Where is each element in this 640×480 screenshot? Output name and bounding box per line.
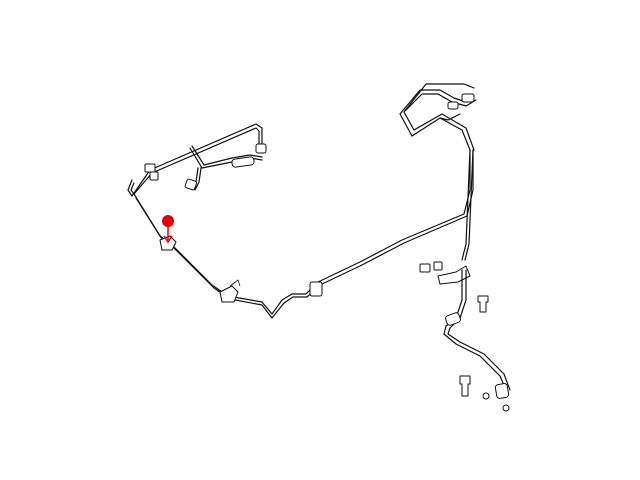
banjo-bolt (459, 375, 471, 397)
hose-end-fitting (494, 383, 510, 399)
bracket-bolt (477, 295, 489, 313)
upper-right-tube-assembly (399, 83, 477, 261)
bracket-clip-left (419, 263, 431, 273)
main-brake-tube (127, 123, 474, 319)
mounting-bracket (437, 265, 471, 285)
fitting-top-right (461, 93, 475, 103)
hose-crimp-fitting (445, 312, 461, 326)
sealing-washer (482, 392, 490, 400)
callout-marker-dot (162, 215, 174, 227)
bracket-clip-right (433, 261, 443, 271)
callout-marker-arrowhead (163, 235, 173, 244)
rear-flex-hose (419, 261, 511, 412)
tube-clips (159, 235, 323, 303)
clip-lower-left (219, 285, 239, 303)
location-pin-icon (162, 215, 174, 244)
o-ring (502, 404, 510, 412)
fitting-upper-left (184, 178, 198, 191)
clip-left (149, 171, 159, 181)
clip-upper-left (144, 163, 156, 173)
fitting-top-right-2 (447, 101, 459, 110)
hose-fitting-upper (231, 156, 255, 168)
clip-center (309, 281, 323, 297)
fitting-upper-right (255, 143, 267, 154)
upper-left-branch (144, 143, 267, 191)
